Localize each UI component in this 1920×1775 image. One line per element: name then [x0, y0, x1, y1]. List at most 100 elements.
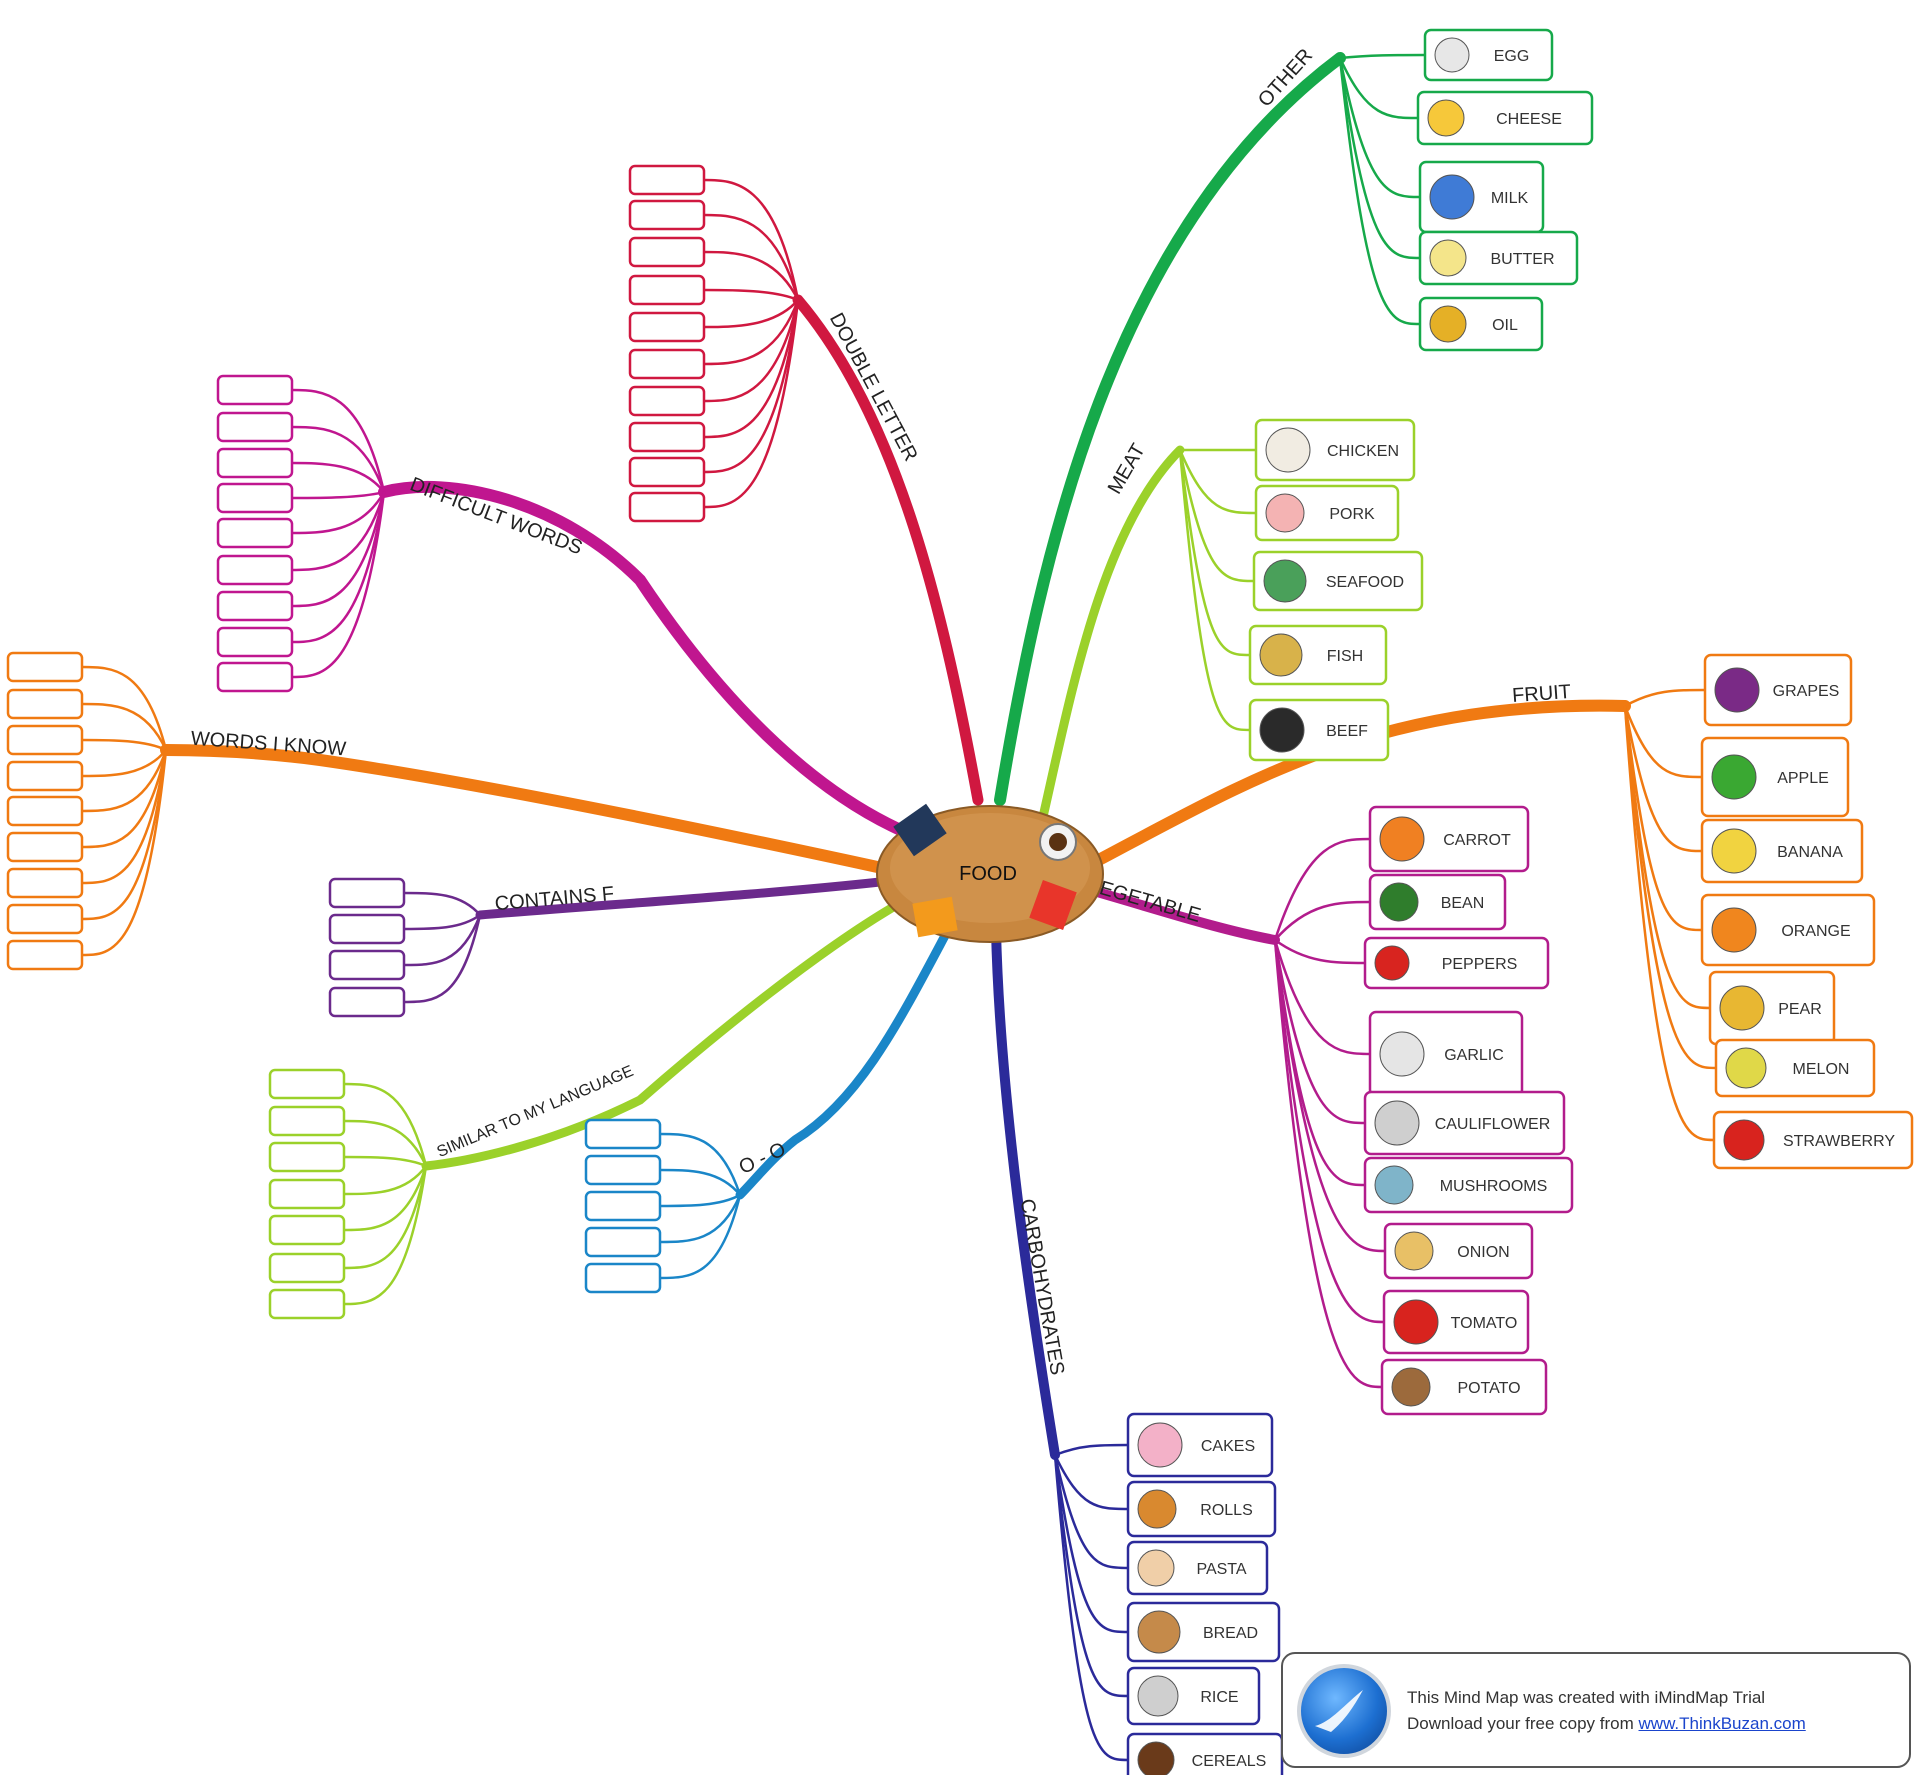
blank-node[interactable] — [216, 482, 294, 514]
blank-node[interactable] — [584, 1262, 662, 1294]
node-tomato[interactable]: TOMATO — [1382, 1289, 1530, 1355]
connector-line — [403, 913, 481, 931]
blank-node[interactable] — [6, 795, 84, 827]
blank-node[interactable] — [628, 491, 706, 523]
node-label: PASTA — [1196, 1561, 1246, 1578]
blank-node[interactable] — [216, 590, 294, 622]
node-chicken[interactable]: CHICKEN — [1254, 418, 1416, 482]
node-pasta[interactable]: PASTA — [1126, 1540, 1269, 1596]
node-orange[interactable]: ORANGE — [1700, 893, 1876, 967]
blank-node[interactable] — [628, 421, 706, 453]
blank-node[interactable] — [6, 760, 84, 792]
node-melon[interactable]: MELON — [1714, 1038, 1876, 1098]
node-apple[interactable]: APPLE — [1700, 736, 1850, 818]
node-egg[interactable]: EGG — [1423, 28, 1554, 82]
blank-node[interactable] — [268, 1288, 346, 1320]
node-rolls[interactable]: ROLLS — [1126, 1480, 1277, 1538]
connector-line — [659, 1132, 742, 1196]
blank-node[interactable] — [268, 1141, 346, 1173]
seafood-icon — [1263, 559, 1307, 603]
blank-node[interactable] — [6, 939, 84, 971]
cheese-icon — [1427, 99, 1465, 137]
node-strawberry[interactable]: STRAWBERRY — [1712, 1110, 1914, 1170]
node-carrot[interactable]: CARROT — [1368, 805, 1530, 873]
blank-node[interactable] — [628, 348, 706, 380]
blank-node[interactable] — [216, 554, 294, 586]
blank-node[interactable] — [328, 949, 406, 981]
blank-node[interactable] — [328, 913, 406, 945]
blank-node[interactable] — [216, 661, 294, 693]
blank-node[interactable] — [628, 236, 706, 268]
node-rice[interactable]: RICE — [1126, 1666, 1261, 1726]
node-peppers[interactable]: PEPPERS — [1363, 936, 1550, 990]
node-pork[interactable]: PORK — [1254, 484, 1400, 542]
node-beef[interactable]: BEEF — [1248, 698, 1390, 762]
blank-node[interactable] — [628, 456, 706, 488]
node-bread[interactable]: BREAD — [1126, 1601, 1281, 1663]
node-label: BANANA — [1777, 844, 1843, 861]
blank-node[interactable] — [216, 447, 294, 479]
connector-line — [81, 749, 168, 813]
blank-node[interactable] — [584, 1154, 662, 1186]
node-seafood[interactable]: SEAFOOD — [1252, 550, 1424, 612]
blank-node[interactable] — [268, 1252, 346, 1284]
node-mushrooms[interactable]: MUSHROOMS — [1363, 1156, 1574, 1214]
blank-node[interactable] — [216, 517, 294, 549]
node-grapes[interactable]: GRAPES — [1703, 653, 1853, 727]
blank-node[interactable] — [628, 385, 706, 417]
blank-node[interactable] — [268, 1178, 346, 1210]
blank-node[interactable] — [328, 877, 406, 909]
blank-node[interactable] — [6, 831, 84, 863]
blank-node[interactable] — [216, 626, 294, 658]
pork-icon — [1265, 493, 1305, 533]
branch-label-carbohydrates: CARBOHYDRATES — [1016, 1197, 1069, 1377]
node-potato[interactable]: POTATO — [1380, 1358, 1548, 1416]
node-pear[interactable]: PEAR — [1708, 970, 1836, 1046]
node-fish[interactable]: FISH — [1248, 624, 1388, 686]
node-cauliflower[interactable]: CAULIFLOWER — [1363, 1090, 1566, 1156]
blank-node[interactable] — [584, 1118, 662, 1150]
blank-node[interactable] — [628, 274, 706, 306]
node-milk[interactable]: MILK — [1418, 160, 1545, 234]
connector-line — [291, 491, 386, 535]
blank-node[interactable] — [268, 1214, 346, 1246]
blank-node[interactable] — [628, 199, 706, 231]
node-banana[interactable]: BANANA — [1700, 818, 1864, 884]
node-oil[interactable]: OIL — [1418, 296, 1544, 352]
blank-node[interactable] — [6, 867, 84, 899]
node-bean[interactable]: BEAN — [1368, 873, 1507, 931]
blank-node[interactable] — [6, 724, 84, 756]
branch-line-carbohydrates — [991, 925, 1060, 1460]
blank-node[interactable] — [628, 164, 706, 196]
blank-node[interactable] — [584, 1190, 662, 1222]
connector-line — [703, 299, 800, 403]
blank-node[interactable] — [216, 374, 294, 406]
connector-line — [1273, 837, 1371, 941]
node-garlic[interactable]: GARLIC — [1368, 1010, 1524, 1098]
branch-difficult-words: DIFFICULT WORDS — [216, 374, 585, 693]
connector-line — [291, 490, 385, 500]
blank-node[interactable] — [328, 986, 406, 1018]
blank-node[interactable] — [628, 311, 706, 343]
blank-node[interactable] — [6, 688, 84, 720]
connector-line — [703, 299, 799, 329]
blank-node[interactable] — [268, 1068, 346, 1100]
node-cheese[interactable]: CHEESE — [1416, 90, 1594, 146]
blank-node[interactable] — [584, 1226, 662, 1258]
central-node[interactable]: FOOD — [876, 803, 1104, 943]
connector-line — [343, 1082, 428, 1167]
thinkbuzan-link[interactable]: www.ThinkBuzan.com — [1638, 1714, 1806, 1733]
blank-node[interactable] — [216, 411, 294, 443]
connector-line — [291, 491, 386, 644]
node-label: ORANGE — [1781, 923, 1850, 940]
node-onion[interactable]: ONION — [1383, 1222, 1534, 1280]
node-cakes[interactable]: CAKES — [1126, 1412, 1274, 1478]
central-label: FOOD — [959, 863, 1017, 885]
blank-node[interactable] — [6, 651, 84, 683]
node-butter[interactable]: BUTTER — [1418, 230, 1579, 286]
node-cereals[interactable]: CEREALS — [1126, 1732, 1284, 1775]
blank-node[interactable] — [268, 1105, 346, 1137]
connector-line — [1623, 705, 1717, 1070]
blank-node[interactable] — [6, 903, 84, 935]
connector-line — [1338, 57, 1421, 199]
